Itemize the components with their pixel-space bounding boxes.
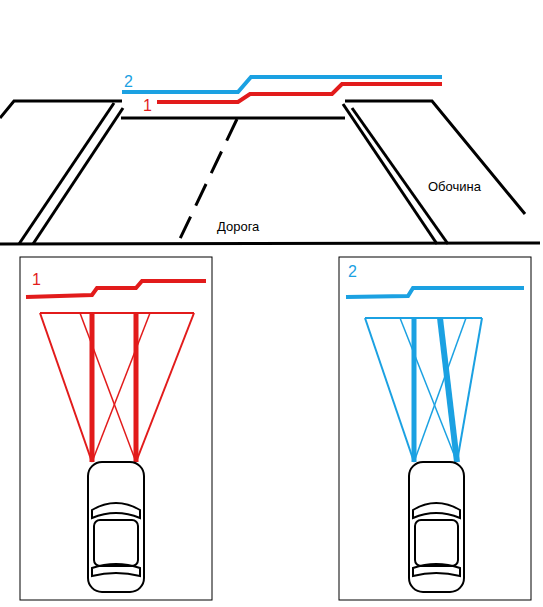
car [409,462,464,592]
road-far-edge [121,117,345,120]
left-shoulder-edge [19,103,114,244]
road-perspective [0,101,540,244]
beam-profile-1 [157,84,442,102]
road-bottom [0,243,540,244]
right-shoulder-edge [352,108,448,244]
right-road-edge [343,104,437,244]
panel-frame [339,257,531,600]
callout-number: 2 [124,74,133,90]
beam-pattern-2 [365,318,482,462]
road-label: Дорога [217,220,259,233]
panel-frame [20,257,212,600]
beam-profile-1 [26,281,206,297]
callout-number: 2 [348,264,357,280]
callout-number: 1 [143,98,152,114]
shoulder-label: Обочина [428,180,481,193]
callout-number: 1 [32,272,41,288]
left-road-edge [33,108,123,244]
left-shoulder [0,101,122,118]
beam-pattern-1 [40,313,194,462]
car [88,462,144,592]
right-shoulder [345,101,525,214]
beam-profile-2 [346,288,524,297]
